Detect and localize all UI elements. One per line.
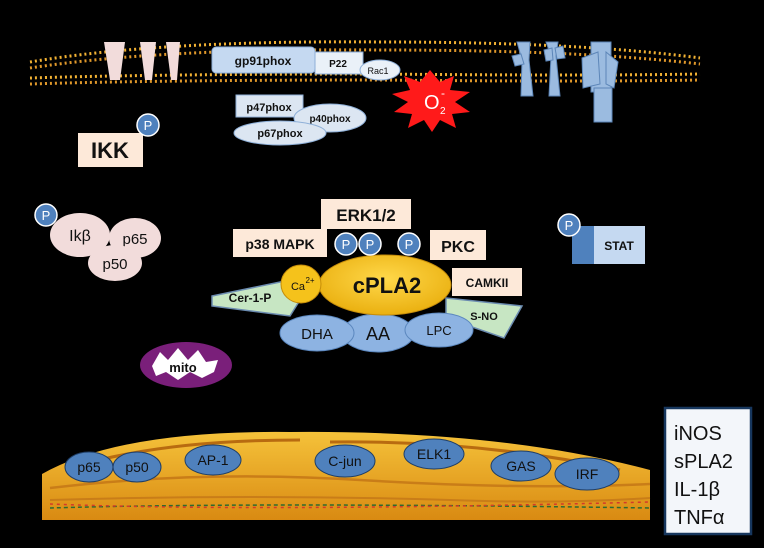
- camkii-box: [452, 268, 522, 296]
- camkii-label: CAMKII: [466, 276, 509, 290]
- svg-text:p65: p65: [77, 459, 101, 475]
- membrane-receptors: [511, 41, 619, 123]
- transcription-factors: p65 p50 AP-1 C-jun ELK1 GAS IRF: [64, 438, 620, 491]
- superoxide-label: O: [424, 92, 440, 114]
- nuc-p50-node: [112, 451, 162, 483]
- output-spla2: sPLA2: [674, 451, 733, 473]
- phospho-site-3: [397, 232, 421, 256]
- ikb-phospho: [34, 203, 58, 227]
- p38-label: p38 MAPK: [245, 236, 314, 252]
- svg-text:P: P: [144, 118, 153, 133]
- p65-label: p65: [122, 231, 147, 248]
- erk-label: ERK1/2: [336, 206, 396, 225]
- cpla2-label: cPLA2: [353, 273, 421, 298]
- p67phox-node: [233, 120, 327, 146]
- cpla2-phospho-sites: P P P: [334, 232, 421, 256]
- p38-box: [233, 229, 327, 257]
- dha-label: DHA: [301, 326, 333, 343]
- rac1-label: Rac1: [367, 66, 388, 76]
- mitochondrion: mito: [140, 342, 232, 388]
- calcium-label: Ca: [291, 281, 306, 293]
- cer1p-label: Cer-1-P: [229, 291, 272, 305]
- ikk-label: IKK: [91, 138, 129, 163]
- p47phox-label: p47phox: [246, 102, 292, 114]
- stat-label: STAT: [604, 239, 634, 253]
- cell-membrane: [29, 40, 701, 86]
- lipid-products: AA DHA LPC: [279, 312, 474, 353]
- svg-text:P: P: [565, 218, 574, 233]
- ikb-node: [50, 213, 110, 257]
- phospho-site-2: [358, 232, 382, 256]
- stat-node: STAT P: [557, 213, 645, 264]
- rac1-node: [359, 59, 401, 81]
- irf-node: [554, 457, 620, 491]
- svg-text:TNFα: TNFα: [674, 507, 724, 529]
- output-il1b: IL-1: [674, 479, 708, 501]
- nfkb-complex: Ikβ p65 p50 P: [34, 203, 161, 281]
- p67phox-label: p67phox: [257, 128, 303, 140]
- cjun-node: [314, 444, 376, 478]
- gas-node: [490, 450, 552, 482]
- elk1-node: [403, 438, 465, 470]
- gp91phox-label: gp91phox: [235, 54, 292, 68]
- svg-text:p50: p50: [125, 459, 149, 475]
- ap1-node: [184, 444, 242, 476]
- dha-node: [279, 314, 355, 352]
- svg-text:ELK1: ELK1: [417, 446, 451, 462]
- aa-label: AA: [366, 324, 390, 344]
- svg-text:P: P: [342, 237, 351, 252]
- svg-text:IRF: IRF: [576, 466, 599, 482]
- calcium-charge: 2+: [305, 276, 314, 285]
- output-genes-box: iNOS sPLA2 IL-1β TNFα: [663, 406, 753, 536]
- sno-label: S-NO: [470, 311, 498, 323]
- calcium-node: [280, 264, 322, 304]
- superoxide-charge: -: [441, 86, 445, 100]
- p50-node: [88, 245, 142, 281]
- svg-text:IL-1β: IL-1β: [674, 479, 720, 501]
- cer1p-arrow: [211, 279, 301, 317]
- kinase-group: ERK1/2 p38 MAPK PKC CAMKII: [233, 199, 522, 296]
- ikb-label: Ikβ: [69, 228, 91, 245]
- membrane-channels: [104, 42, 180, 80]
- ikk-phospho: [136, 113, 160, 137]
- svg-text:P: P: [42, 208, 51, 223]
- svg-text:GAS: GAS: [506, 458, 536, 474]
- svg-text:C-jun: C-jun: [328, 453, 361, 469]
- p22-label: P22: [329, 59, 347, 70]
- cpla2-enzyme: cPLA2 Ca 2+: [280, 254, 452, 316]
- lpc-label: LPC: [426, 323, 451, 338]
- pkc-label: PKC: [441, 239, 475, 256]
- output-tnfa-greek: α: [713, 507, 725, 529]
- svg-text:P: P: [405, 237, 414, 252]
- svg-text:AP-1: AP-1: [197, 452, 228, 468]
- p40phox-label: p40phox: [309, 114, 351, 125]
- superoxide-sub: 2: [440, 106, 446, 117]
- output-inos: iNOS: [674, 423, 722, 445]
- svg-text:P: P: [366, 237, 375, 252]
- superoxide-burst: O 2 -: [392, 70, 470, 132]
- sno-arrow: [445, 297, 524, 339]
- erk-box: [321, 199, 411, 229]
- p47phox-box: [235, 94, 304, 118]
- pkc-box: [430, 230, 486, 260]
- mito-label: mito: [169, 360, 197, 375]
- output-tnfa: TNF: [674, 507, 713, 529]
- p22-box: [314, 51, 364, 75]
- phospho-site-1: [334, 232, 358, 256]
- ikk-node: IKK P: [78, 113, 160, 167]
- stat-phospho: [557, 213, 581, 237]
- output-il1b-greek: β: [708, 479, 720, 501]
- p50-label: p50: [102, 256, 127, 273]
- nadph-oxidase-complex: gp91phox P22 Rac1 p47phox p40phox p67pho…: [211, 46, 401, 146]
- lpc-node: [404, 312, 474, 348]
